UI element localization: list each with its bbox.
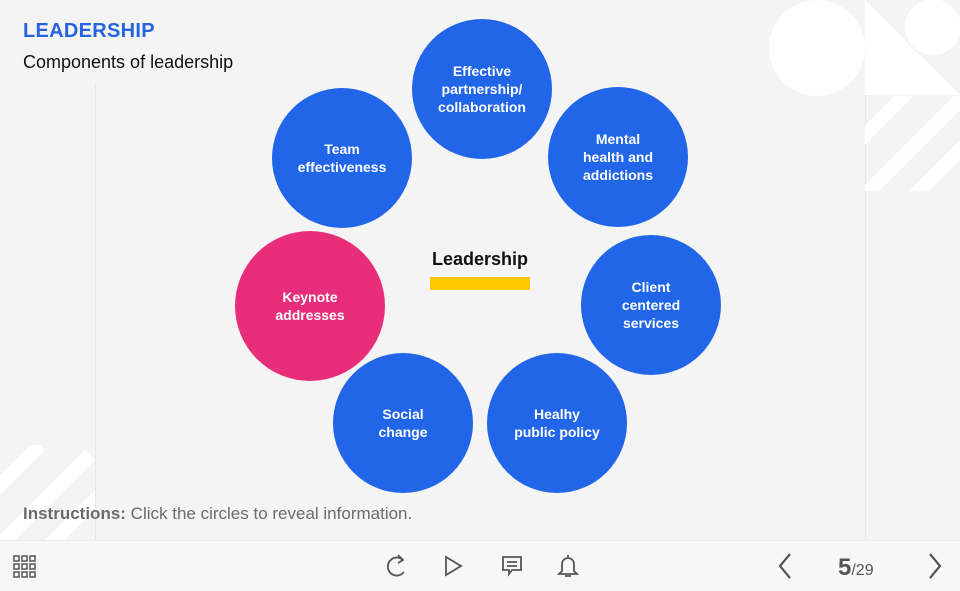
content-right-border bbox=[865, 85, 866, 540]
instructions: Instructions: Click the circles to revea… bbox=[23, 504, 412, 524]
circle-client-centered[interactable]: Client centered services bbox=[581, 235, 721, 375]
circle-line: Mental bbox=[595, 131, 641, 147]
comment-icon bbox=[502, 556, 522, 577]
total-pages: /29 bbox=[851, 562, 874, 579]
circle-line: Healhy bbox=[534, 406, 580, 422]
circle-mental-health[interactable]: Mental health and addictions bbox=[548, 87, 688, 227]
play-button[interactable] bbox=[438, 551, 468, 581]
decorative-shapes-top-right bbox=[769, 0, 960, 191]
circle-line: addresses bbox=[275, 307, 345, 323]
circle-line: Social bbox=[382, 406, 424, 422]
circle-healthy-public-policy[interactable]: Healhy public policy bbox=[487, 353, 627, 493]
page-title: LEADERSHIP bbox=[23, 20, 155, 42]
chevron-left-icon bbox=[778, 553, 791, 579]
bell-icon bbox=[556, 555, 580, 577]
circle-line: centered bbox=[621, 297, 681, 313]
replay-icon bbox=[386, 554, 405, 577]
menu-grid-button[interactable] bbox=[10, 551, 40, 581]
circle-line: public policy bbox=[514, 424, 600, 440]
decorative-stripes-bottom-left bbox=[0, 445, 95, 540]
instructions-label: Instructions: bbox=[23, 504, 126, 523]
circle-social-change[interactable]: Social change bbox=[333, 353, 473, 493]
circle-line: Team bbox=[324, 141, 360, 157]
previous-slide-button[interactable] bbox=[770, 551, 800, 581]
circle-line: partnership/ bbox=[441, 81, 523, 97]
instructions-text: Click the circles to reveal information. bbox=[125, 504, 413, 523]
page-subtitle: Components of leadership bbox=[23, 52, 234, 72]
circle-line: Client bbox=[631, 279, 671, 295]
next-slide-button[interactable] bbox=[920, 551, 950, 581]
notifications-button[interactable] bbox=[553, 551, 583, 581]
circle-line: collaboration bbox=[438, 99, 526, 115]
circle-team-effectiveness[interactable]: Team effectiveness bbox=[272, 88, 412, 228]
grid-icon bbox=[13, 555, 36, 578]
current-page: 5 bbox=[838, 554, 852, 581]
replay-button[interactable] bbox=[382, 551, 412, 581]
circle-line: Keynote bbox=[282, 289, 338, 305]
center-label: Leadership bbox=[431, 249, 529, 269]
chevron-right-icon bbox=[929, 553, 942, 579]
bottom-toolbar bbox=[0, 540, 960, 591]
content-left-border bbox=[95, 85, 96, 540]
circle-effective-partnership[interactable]: Effective partnership/ collaboration bbox=[412, 19, 552, 159]
circle-line: services bbox=[622, 315, 680, 331]
page-counter: 5/29 bbox=[838, 554, 874, 582]
center-underline-bar bbox=[430, 277, 530, 290]
transcript-button[interactable] bbox=[497, 551, 527, 581]
circle-line: effectiveness bbox=[297, 159, 387, 175]
circle-line: change bbox=[378, 424, 428, 440]
circle-line: health and bbox=[582, 149, 653, 165]
circle-line: Effective bbox=[452, 63, 512, 79]
circle-keynote-addresses[interactable]: Keynote addresses bbox=[235, 231, 385, 381]
circle-line: addictions bbox=[582, 167, 653, 183]
play-icon bbox=[445, 555, 463, 577]
